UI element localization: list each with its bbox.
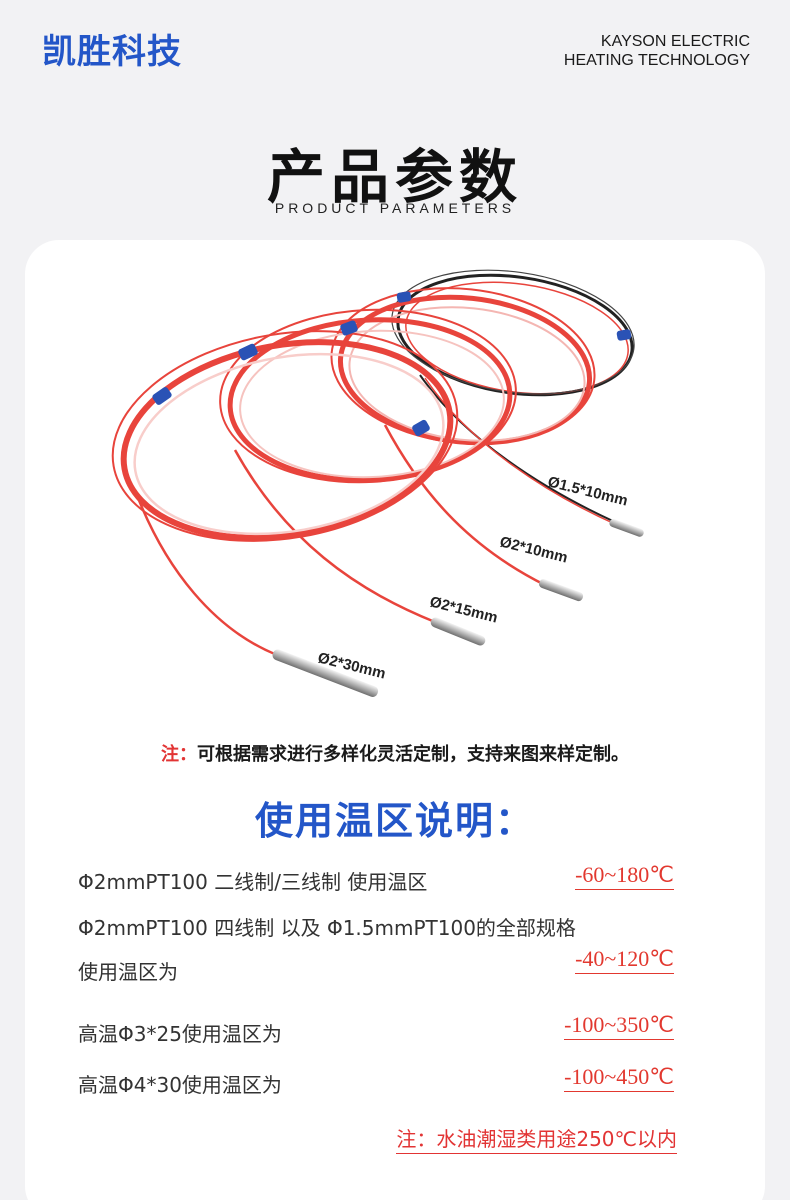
customize-note: 注：可根据需求进行多样化灵活定制，支持来图来样定制。 — [0, 740, 790, 766]
coil-2x10 — [330, 287, 596, 587]
spec-row-3: 高温Φ3*25使用温区为 — [78, 1022, 282, 1046]
brand-en-line2: HEATING TECHNOLOGY — [563, 52, 750, 69]
customize-note-prefix: 注： — [161, 744, 197, 765]
brand-logo-en: KAYSON ELECTRIC HEATING TECHNOLOGY — [564, 32, 750, 70]
content-card — [25, 240, 765, 1200]
page-subtitle: PRODUCT PARAMETERS — [274, 200, 516, 216]
blue-bands — [152, 291, 632, 437]
spec-row-1: Φ2mmPT100 二线制/三线制 使用温区 — [78, 870, 428, 894]
probes — [272, 519, 644, 697]
range-row-3: -100~350℃ — [564, 1012, 674, 1040]
page-title: 产品参数 — [266, 143, 523, 211]
range-row-2: -40~120℃ — [575, 946, 674, 974]
range-row-4: -100~450℃ — [564, 1064, 674, 1092]
coil-2x15 — [219, 308, 517, 624]
label-2x10: Ø2*10mm — [498, 533, 569, 566]
spec-row-2-line1: Φ2mmPT100 四线制 以及 Φ1.5mmPT100的全部规格 — [78, 916, 576, 940]
range-row-1: -60~180℃ — [575, 862, 674, 890]
temp-section-title: 使用温区说明： — [254, 799, 535, 843]
coil-2x30 — [111, 330, 459, 657]
customize-note-text: 可根据需求进行多样化灵活定制，支持来图来样定制。 — [197, 744, 629, 765]
spec-row-2-line2: 使用温区为 — [78, 960, 178, 984]
brand-en-line1: KAYSON ELECTRIC — [600, 33, 750, 50]
spec-row-4: 高温Φ4*30使用温区为 — [78, 1073, 282, 1097]
product-photo: Ø1.5*10mm Ø2*10mm Ø2*15mm Ø2*30mm — [111, 269, 644, 697]
label-1-5x10: Ø1.5*10mm — [546, 473, 629, 509]
brand-logo-cn: 凯胜科技 — [42, 32, 182, 72]
water-oil-note: 注：水油潮湿类用途250℃以内 — [396, 1123, 677, 1154]
